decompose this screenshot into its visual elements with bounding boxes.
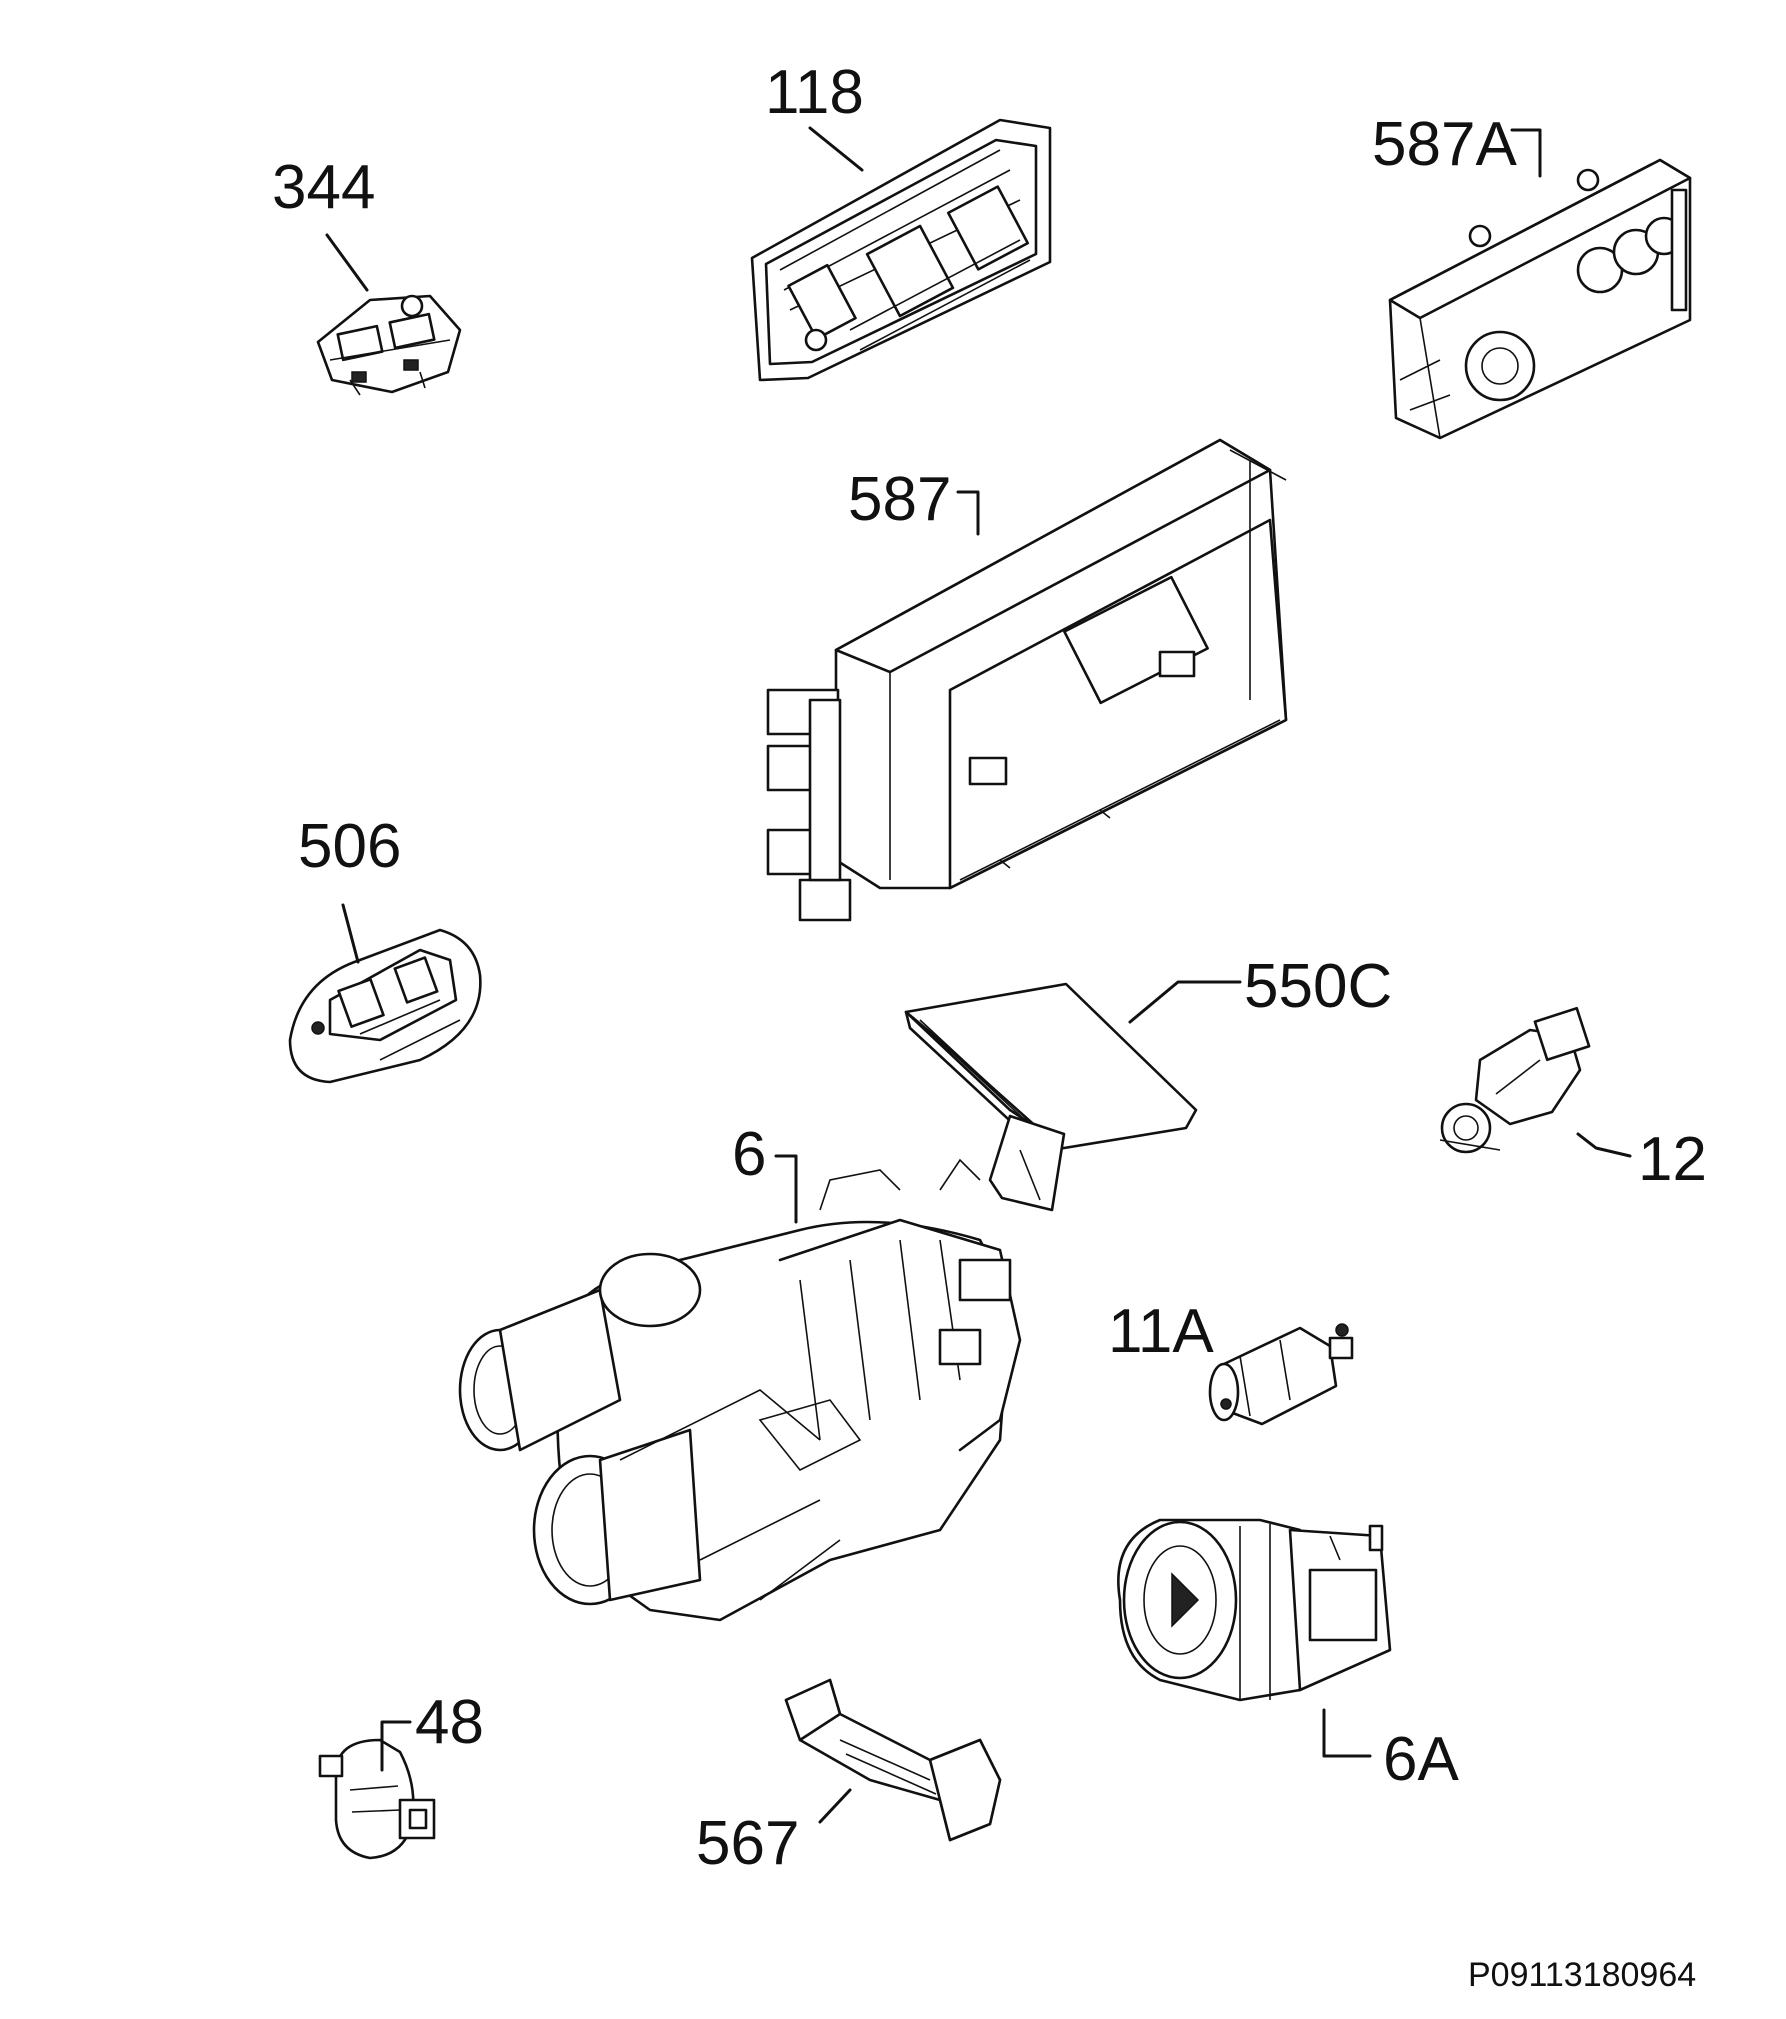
label-506: 506: [298, 812, 401, 881]
part-587-control-housing[interactable]: [766, 438, 1288, 922]
label-6A: 6A: [1383, 1725, 1459, 1794]
leader-6A: [1322, 1708, 1372, 1758]
part-550C-flap[interactable]: [904, 982, 1198, 1212]
label-550C: 550C: [1244, 952, 1392, 1021]
leader-6: [774, 1154, 798, 1224]
label-567: 567: [696, 1809, 799, 1878]
label-118: 118: [765, 58, 864, 127]
part-6A-drain-pump[interactable]: [1117, 1518, 1392, 1702]
leader-506: [341, 903, 360, 964]
label-11A: 11A: [1108, 1297, 1214, 1366]
part-344-switch[interactable]: [316, 294, 462, 396]
label-587A: 587A: [1372, 110, 1517, 179]
leader-12: [1576, 1132, 1632, 1158]
part-48-sensor[interactable]: [318, 1738, 436, 1860]
part-506-dispenser-lid[interactable]: [288, 928, 482, 1084]
leader-567: [818, 1788, 852, 1824]
label-48: 48: [415, 1688, 484, 1757]
drawing-code: P09113180964: [1468, 1956, 1696, 1994]
leader-344: [325, 233, 369, 292]
leader-587: [956, 490, 980, 536]
part-567-bracket[interactable]: [784, 1678, 1002, 1842]
label-587: 587: [848, 465, 951, 534]
part-11A-capacitor[interactable]: [1208, 1323, 1354, 1426]
label-6: 6: [732, 1120, 766, 1189]
label-12: 12: [1638, 1125, 1707, 1194]
part-6-circulation-pump[interactable]: [458, 1158, 1022, 1622]
leader-118: [808, 126, 864, 172]
leader-550C: [1128, 980, 1242, 1024]
leader-587A: [1510, 128, 1542, 178]
part-587A-module[interactable]: [1388, 158, 1692, 440]
leader-48: [380, 1720, 412, 1772]
part-118-control-board[interactable]: [750, 118, 1052, 382]
part-12-valve[interactable]: [1439, 1006, 1591, 1154]
label-344: 344: [272, 153, 375, 222]
